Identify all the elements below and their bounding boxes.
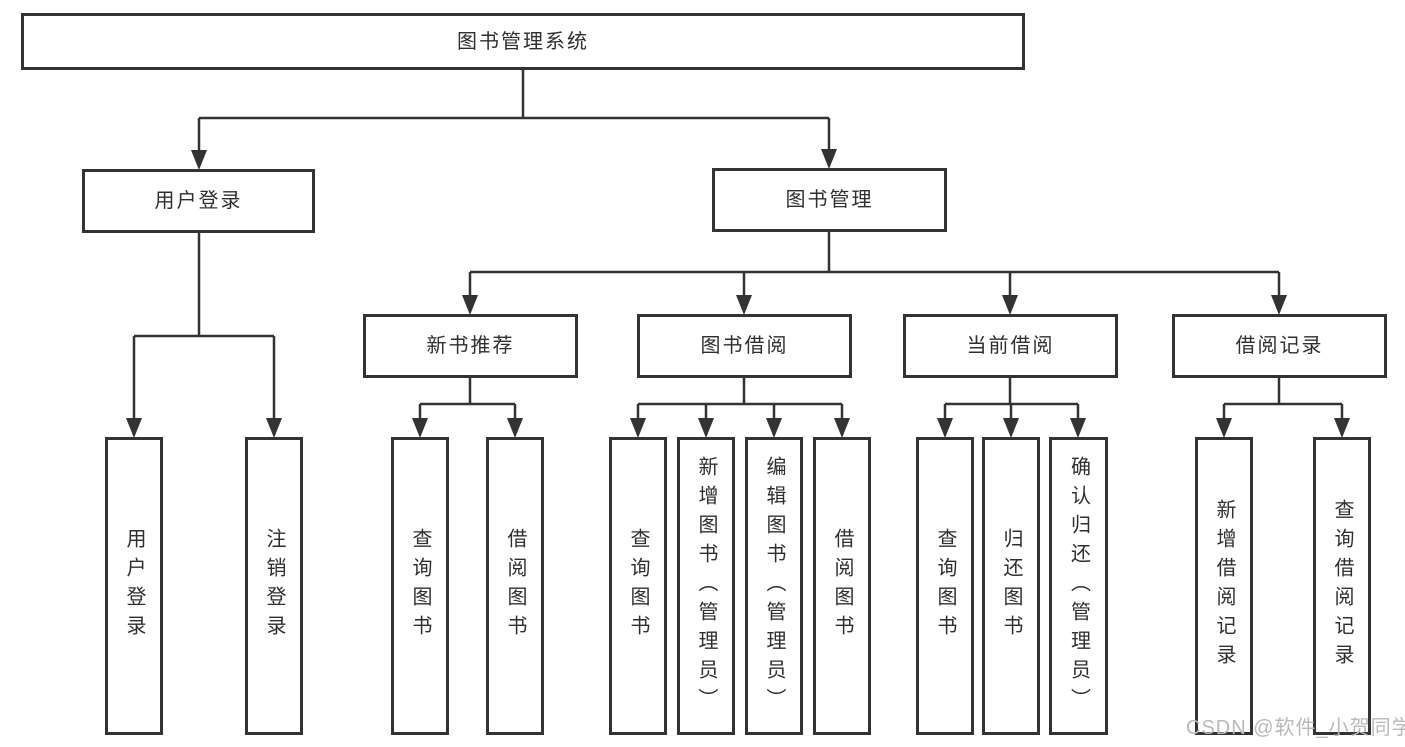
node-leaf-edit-book-admin: 编辑图书（管理员） bbox=[745, 437, 803, 735]
node-borrow-records: 借阅记录 bbox=[1172, 314, 1387, 378]
node-leaf-add-borrow-record: 新增借阅记录 bbox=[1195, 437, 1253, 735]
node-leaf-user-login: 用户登录 bbox=[105, 437, 163, 735]
node-leaf-query-books-3: 查询图书 bbox=[916, 437, 974, 735]
node-current-borrow: 当前借阅 bbox=[903, 314, 1118, 378]
node-leaf-borrow-books-1: 借阅图书 bbox=[486, 437, 544, 735]
node-new-book-recommend: 新书推荐 bbox=[363, 314, 578, 378]
node-leaf-logout: 注销登录 bbox=[245, 437, 303, 735]
node-leaf-return-book: 归还图书 bbox=[982, 437, 1040, 735]
node-user-login: 用户登录 bbox=[82, 169, 315, 233]
node-root: 图书管理系统 bbox=[21, 13, 1025, 70]
arrowheads bbox=[126, 149, 1350, 438]
node-leaf-confirm-return-admin: 确认归还（管理员） bbox=[1049, 437, 1108, 735]
node-leaf-borrow-books-2: 借阅图书 bbox=[813, 437, 871, 735]
node-book-borrow: 图书借阅 bbox=[637, 314, 852, 378]
node-leaf-query-borrow-record: 查询借阅记录 bbox=[1313, 437, 1371, 735]
node-book-management: 图书管理 bbox=[712, 168, 947, 232]
node-leaf-query-books-1: 查询图书 bbox=[391, 437, 449, 735]
node-leaf-query-books-2: 查询图书 bbox=[609, 437, 667, 735]
node-leaf-add-book-admin: 新增图书（管理员） bbox=[677, 437, 735, 735]
csdn-watermark: CSDN @软件_小贺同学 bbox=[1186, 717, 1405, 739]
